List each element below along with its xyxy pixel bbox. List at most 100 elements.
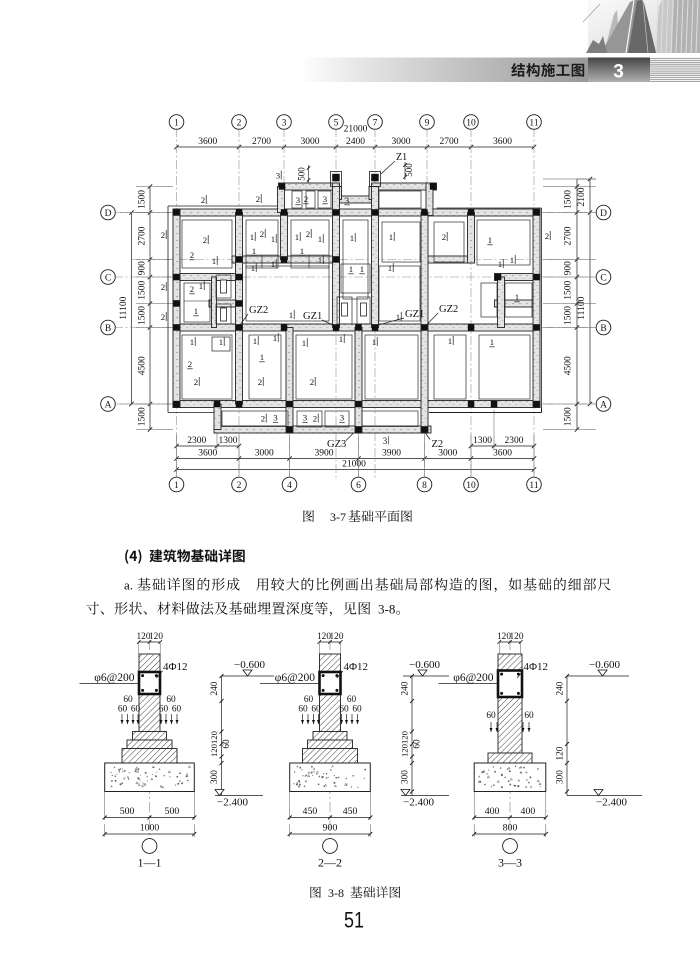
svg-text:900: 900 <box>138 261 148 276</box>
svg-text:−0.600: −0.600 <box>409 659 440 671</box>
svg-text:2: 2 <box>304 194 308 204</box>
svg-text:1: 1 <box>273 333 277 343</box>
svg-text:A: A <box>600 400 607 410</box>
svg-text:GZ1: GZ1 <box>303 311 322 322</box>
svg-text:−2.400: −2.400 <box>217 797 248 809</box>
svg-text:11: 11 <box>529 481 538 491</box>
svg-text:3—3: 3—3 <box>498 856 522 870</box>
svg-text:1: 1 <box>271 259 275 269</box>
svg-text:1: 1 <box>396 312 400 322</box>
svg-text:1: 1 <box>488 235 492 245</box>
svg-text:5: 5 <box>334 118 339 128</box>
svg-text:21000: 21000 <box>342 460 366 470</box>
svg-text:1—1: 1—1 <box>138 856 162 870</box>
svg-text:1: 1 <box>350 233 354 243</box>
svg-text:900: 900 <box>323 823 338 834</box>
svg-text:−2.400: −2.400 <box>403 797 434 809</box>
svg-text:2: 2 <box>190 250 194 260</box>
svg-text:3000: 3000 <box>301 137 320 147</box>
svg-text:1: 1 <box>212 256 216 266</box>
svg-text:1: 1 <box>199 281 203 291</box>
svg-text:3-7: 3-7 <box>330 510 346 524</box>
svg-text:11100: 11100 <box>577 296 587 319</box>
svg-text:60: 60 <box>304 695 314 705</box>
svg-text:3600: 3600 <box>198 449 217 459</box>
svg-text:2: 2 <box>161 282 165 292</box>
svg-text:120: 120 <box>149 632 163 642</box>
svg-text:400: 400 <box>485 806 500 817</box>
svg-text:500: 500 <box>165 806 180 817</box>
svg-text:60: 60 <box>486 711 496 721</box>
svg-text:500: 500 <box>404 163 414 177</box>
svg-text:1: 1 <box>349 264 353 274</box>
svg-text:4500: 4500 <box>564 356 574 375</box>
svg-text:3600: 3600 <box>493 449 512 459</box>
svg-text:500: 500 <box>297 167 307 181</box>
svg-text:800: 800 <box>503 823 518 834</box>
svg-text:10: 10 <box>466 481 476 491</box>
svg-text:3: 3 <box>303 413 308 423</box>
svg-text:1500: 1500 <box>138 280 148 299</box>
svg-text:1: 1 <box>289 310 293 320</box>
svg-text:300: 300 <box>210 770 220 784</box>
svg-text:60: 60 <box>298 705 308 715</box>
svg-text:a.: a. <box>124 578 133 593</box>
svg-text:1: 1 <box>302 338 306 348</box>
svg-text:8: 8 <box>422 481 427 491</box>
svg-text:1: 1 <box>318 234 322 244</box>
svg-text:3900: 3900 <box>315 449 334 459</box>
svg-text:300: 300 <box>401 770 411 784</box>
svg-text:1300: 1300 <box>473 436 492 446</box>
svg-text:1500: 1500 <box>138 190 148 209</box>
svg-text:2: 2 <box>256 194 260 204</box>
svg-text:3000: 3000 <box>255 449 274 459</box>
svg-text:300: 300 <box>556 770 566 784</box>
svg-text:120: 120 <box>209 730 219 744</box>
svg-text:240: 240 <box>556 681 566 695</box>
svg-text:φ6@200: φ6@200 <box>453 672 493 684</box>
svg-text:21000: 21000 <box>344 125 368 135</box>
svg-text:B: B <box>105 324 111 334</box>
svg-text:φ6@200: φ6@200 <box>94 672 134 684</box>
svg-text:3: 3 <box>345 195 350 205</box>
svg-text:60: 60 <box>222 739 232 749</box>
svg-text:120: 120 <box>137 632 151 642</box>
svg-text:1500: 1500 <box>138 306 148 325</box>
svg-text:1: 1 <box>190 337 194 347</box>
svg-text:GZ2: GZ2 <box>439 304 458 315</box>
svg-text:1: 1 <box>448 336 452 346</box>
svg-text:4Φ12: 4Φ12 <box>344 661 369 673</box>
svg-text:3-8: 3-8 <box>328 886 344 900</box>
svg-text:450: 450 <box>343 806 358 817</box>
svg-text:900: 900 <box>564 261 574 276</box>
svg-text:Z1: Z1 <box>396 152 407 163</box>
svg-text:1500: 1500 <box>564 190 574 209</box>
svg-text:1: 1 <box>372 337 376 347</box>
svg-text:2: 2 <box>201 195 205 205</box>
svg-text:1500: 1500 <box>564 306 574 325</box>
svg-text:2: 2 <box>237 118 242 128</box>
svg-text:1: 1 <box>389 232 393 242</box>
svg-text:4Φ12: 4Φ12 <box>524 661 549 673</box>
svg-text:1: 1 <box>339 334 343 344</box>
svg-text:4: 4 <box>287 481 292 491</box>
svg-text:1: 1 <box>360 264 364 274</box>
svg-text:1500: 1500 <box>564 280 574 299</box>
svg-text:2: 2 <box>306 229 310 239</box>
svg-text:4Φ12: 4Φ12 <box>163 661 188 673</box>
svg-text:1: 1 <box>271 234 275 244</box>
svg-text:2: 2 <box>545 231 549 241</box>
svg-text:D: D <box>105 209 112 219</box>
svg-text:2: 2 <box>161 230 165 240</box>
svg-text:2700: 2700 <box>564 226 574 245</box>
svg-text:3900: 3900 <box>382 449 401 459</box>
svg-text:1: 1 <box>388 263 392 273</box>
svg-text:−2.400: −2.400 <box>596 797 627 809</box>
svg-text:10: 10 <box>466 118 476 128</box>
svg-text:60: 60 <box>524 711 534 721</box>
svg-text:3: 3 <box>383 436 388 446</box>
svg-text:3600: 3600 <box>493 137 512 147</box>
svg-text:1000: 1000 <box>140 823 160 834</box>
svg-text:C: C <box>105 273 111 283</box>
svg-text:4500: 4500 <box>138 356 148 375</box>
